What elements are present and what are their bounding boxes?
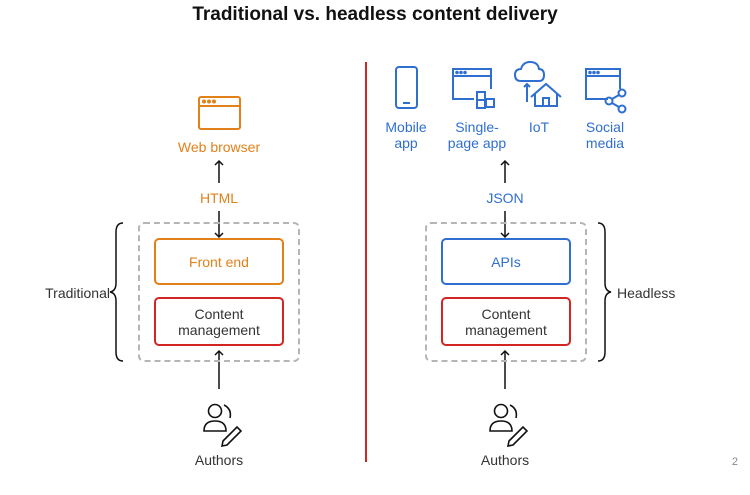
left-brace — [109, 222, 124, 362]
headless-side-label: Headless — [617, 285, 676, 301]
html-format-label: HTML — [199, 190, 239, 206]
json-format-label: JSON — [486, 190, 524, 206]
single-page-app-icon — [452, 68, 495, 109]
client-social-media-label: Social media — [585, 119, 625, 151]
traditional-cms-label: Content management — [178, 305, 260, 338]
front-end-label: Front end — [189, 253, 249, 270]
browser-window-icon — [198, 96, 241, 130]
client-single-page-app-label: Single- page app — [447, 119, 507, 151]
authors-pen-icon — [203, 403, 243, 448]
apis-box: APIs — [441, 238, 571, 285]
client-iot-label: IoT — [528, 119, 550, 135]
iot-cloud-home-icon — [513, 60, 562, 107]
page-number: 2 — [731, 456, 738, 468]
page-title: Traditional vs. headless content deliver… — [192, 4, 558, 25]
mobile-phone-icon — [395, 66, 418, 109]
traditional-cms-box: Content management — [154, 297, 284, 346]
authors-pen-icon — [489, 403, 529, 448]
headless-cms-box: Content management — [441, 297, 571, 346]
headless-cms-label: Content management — [465, 305, 547, 338]
front-end-box: Front end — [154, 238, 284, 285]
web-browser-label: Web browser — [177, 139, 261, 155]
traditional-side-label: Traditional — [45, 285, 110, 301]
headless-stack-container — [425, 222, 587, 362]
apis-label: APIs — [491, 253, 521, 270]
social-share-icon — [585, 68, 627, 114]
client-mobile-app-label: Mobile app — [385, 119, 427, 151]
traditional-authors-label: Authors — [194, 452, 244, 468]
right-brace — [597, 222, 612, 362]
traditional-stack-container — [138, 222, 300, 362]
headless-authors-label: Authors — [480, 452, 530, 468]
